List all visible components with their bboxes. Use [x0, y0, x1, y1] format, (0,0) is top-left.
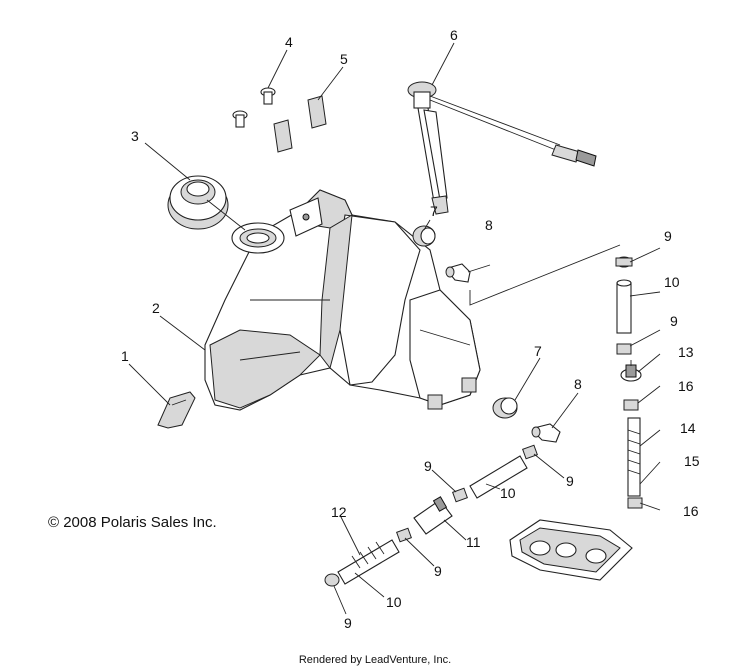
callout-10-b: 10: [500, 485, 516, 501]
callout-16-b: 16: [683, 503, 699, 519]
gasket: [509, 519, 633, 581]
callout-7-upper: 7: [430, 203, 438, 219]
callout-8-upper: 8: [485, 217, 493, 233]
part-5-nuts: [273, 95, 327, 153]
callout-15: 15: [684, 453, 700, 469]
callout-9-a: 9: [664, 228, 672, 244]
callout-12: 12: [331, 504, 347, 520]
part-8-fitting-upper: [445, 263, 471, 283]
fuel-line-assembly: [324, 444, 538, 587]
callout-3: 3: [131, 128, 139, 144]
callout-10-a: 10: [664, 274, 680, 290]
callout-13: 13: [678, 344, 694, 360]
callout-6: 6: [450, 27, 458, 43]
callout-9-c: 9: [566, 473, 574, 489]
copyright-text: © 2008 Polaris Sales Inc.: [48, 514, 217, 531]
part-7-grommet-lower: [492, 397, 518, 419]
callout-1: 1: [121, 348, 129, 364]
part-4-bolts: [232, 87, 276, 128]
vent-line-assembly: [469, 244, 643, 509]
part-6-fuel-sender: [407, 81, 597, 215]
callout-9-d: 9: [424, 458, 432, 474]
part-3-fuel-cap: [167, 175, 229, 230]
callout-7-lower: 7: [534, 343, 542, 359]
leader-lines: [128, 42, 661, 615]
fuel-tank: [204, 189, 481, 411]
callout-16-a: 16: [678, 378, 694, 394]
callout-2: 2: [152, 300, 160, 316]
part-8-fitting-lower: [531, 423, 561, 443]
callout-10-c: 10: [386, 594, 402, 610]
callout-9-b: 9: [670, 313, 678, 329]
callout-14: 14: [680, 420, 696, 436]
callout-9-e: 9: [434, 563, 442, 579]
part-1-clip: [157, 391, 196, 429]
callout-8-lower: 8: [574, 376, 582, 392]
callout-5: 5: [340, 51, 348, 67]
part-7-grommet-upper: [412, 225, 436, 247]
callout-labels: 1 2 3 4 5 6 7 8 9 10 9 13 16 14 15 16 7 …: [121, 27, 700, 631]
footer-credit: Rendered by LeadVenture, Inc.: [298, 654, 452, 666]
callout-9-f: 9: [344, 615, 352, 631]
callout-4: 4: [285, 34, 293, 50]
callout-11: 11: [466, 534, 481, 550]
